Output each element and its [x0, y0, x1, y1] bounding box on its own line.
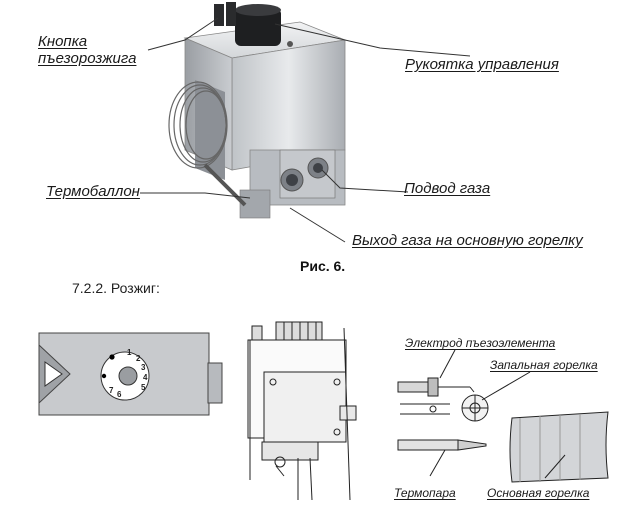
- label-piezo-electrode: Электрод пъезоэлемента: [405, 336, 556, 350]
- thermobulb-tube: [168, 81, 247, 207]
- gas-ports: [279, 149, 336, 199]
- label-gas-outlet: Выход газа на основную горелку: [352, 232, 583, 249]
- burner-assembly: [397, 349, 609, 483]
- label-thermobulb: Термобаллон: [46, 183, 140, 200]
- dial-number-5: 5: [141, 383, 146, 392]
- label-piezo-button-line1: Кнопка: [38, 33, 88, 50]
- ignition-panel: [38, 332, 223, 416]
- leader-lines-top: [140, 17, 471, 243]
- dial-number-1: 1: [127, 348, 132, 357]
- valve-side-view: [247, 321, 357, 501]
- dial-number-6: 6: [117, 390, 122, 399]
- dial-number-4: 4: [143, 373, 148, 382]
- section-heading: 7.2.2. Розжиг:: [72, 280, 160, 296]
- figure-caption: Рис. 6.: [300, 258, 346, 274]
- label-thermocouple: Термопара: [394, 486, 456, 500]
- dial-number-2: 2: [136, 354, 141, 363]
- control-knob-shape: [214, 2, 293, 47]
- label-piezo-button-line2: пъезорозжига: [38, 50, 137, 67]
- label-main-burner: Основная горелка: [487, 486, 590, 500]
- dial-number-3: 3: [141, 363, 146, 372]
- label-control-knob: Рукоятка управления: [405, 56, 559, 73]
- label-gas-inlet: Подвод газа: [404, 180, 491, 197]
- dial-number-7: 7: [109, 386, 114, 395]
- label-pilot-burner: Запальная горелка: [490, 358, 598, 372]
